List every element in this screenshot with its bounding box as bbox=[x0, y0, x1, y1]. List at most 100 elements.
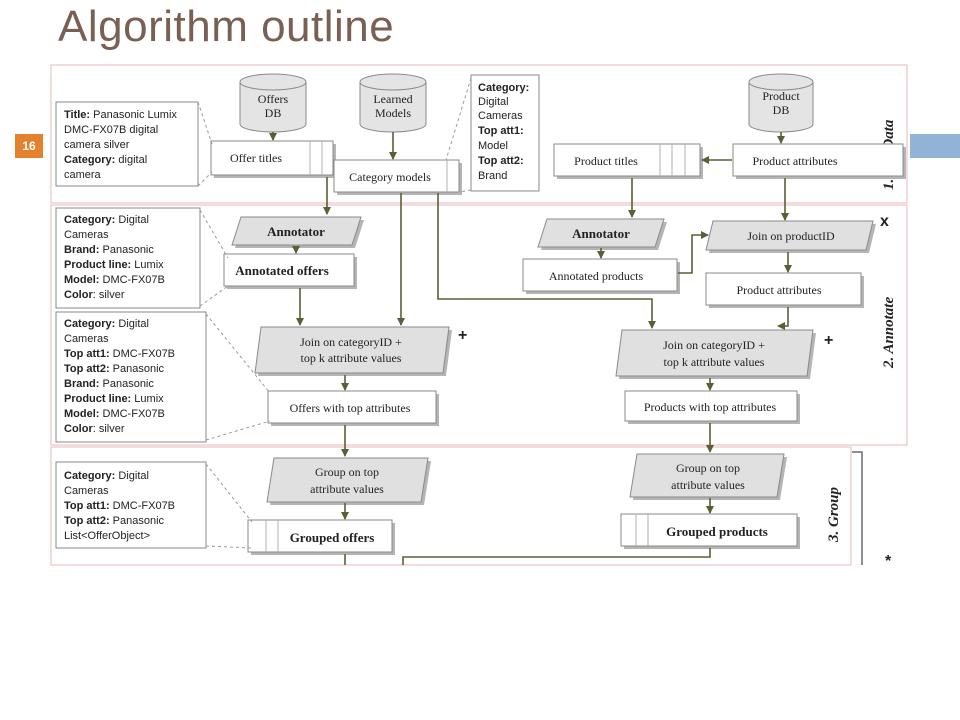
annotator-left-box: Annotator bbox=[231, 216, 364, 248]
stage2-label: 2. Annotate bbox=[881, 297, 897, 369]
svg-text:Brand: Panasonic: Brand: Panasonic bbox=[64, 378, 154, 390]
svg-text:Category models: Category models bbox=[349, 170, 431, 184]
svg-text:Model: DMC-FX07B: Model: DMC-FX07B bbox=[64, 408, 165, 420]
stage3-label: 3. Group bbox=[826, 486, 842, 543]
slide-number: 16 bbox=[15, 134, 43, 158]
grouped-products-box: Grouped products bbox=[620, 513, 800, 549]
svg-text:Brand: Panasonic: Brand: Panasonic bbox=[64, 244, 154, 256]
svg-text:Model: Model bbox=[478, 140, 508, 152]
svg-text:Offer titles: Offer titles bbox=[230, 151, 282, 165]
model-note-connector bbox=[445, 77, 472, 193]
join-category-left-box: Join on categoryID + top k attribute val… bbox=[254, 326, 452, 376]
svg-text:Title: Panasonic Lumix: Title: Panasonic Lumix bbox=[64, 109, 177, 121]
top-attributes-example-note: Category: Digital Cameras Top att1: DMC-… bbox=[55, 311, 207, 443]
svg-text:List<OfferObject>: List<OfferObject> bbox=[64, 530, 150, 542]
svg-text:top k attribute values: top k attribute values bbox=[664, 355, 765, 369]
svg-text:Join on categoryID +: Join on categoryID + bbox=[300, 335, 402, 349]
svg-text:attribute values: attribute values bbox=[310, 482, 384, 496]
stage2-panel bbox=[50, 204, 908, 446]
svg-text:top k attribute values: top k attribute values bbox=[301, 351, 402, 365]
svg-text:DB: DB bbox=[773, 103, 790, 117]
svg-text:Category: Digital: Category: Digital bbox=[64, 318, 149, 330]
mark-plus-left: + bbox=[458, 327, 467, 344]
svg-text:Category: digital: Category: digital bbox=[64, 154, 147, 166]
svg-text:Cameras: Cameras bbox=[64, 333, 109, 345]
svg-text:Join on productID: Join on productID bbox=[747, 229, 835, 243]
annotated-products-box: Annotated products bbox=[522, 258, 680, 294]
grouped-note-connector bbox=[205, 463, 253, 549]
svg-text:Color: silver: Color: silver bbox=[64, 423, 125, 435]
svg-text:Offers: Offers bbox=[258, 92, 289, 106]
grouped-offers-box: Grouped offers bbox=[247, 519, 395, 555]
product-titles-box: Product titles bbox=[553, 143, 703, 179]
join-product-id-box: Join on productID bbox=[705, 220, 876, 253]
svg-text:Top att1: DMC-FX07B: Top att1: DMC-FX07B bbox=[64, 348, 175, 360]
offers-db-icon: Offers DB bbox=[239, 73, 307, 133]
cutoff-area bbox=[0, 566, 960, 720]
mark-plus-right: + bbox=[824, 332, 833, 349]
products-top-attributes-box: Products with top attributes bbox=[624, 390, 800, 424]
svg-text:Grouped products: Grouped products bbox=[666, 524, 768, 539]
svg-text:Color: silver: Color: silver bbox=[64, 289, 125, 301]
stage3-bracket bbox=[852, 451, 863, 565]
grouped-example-note: Category: Digital Cameras Top att1: DMC-… bbox=[55, 461, 207, 549]
offer-note-connector bbox=[197, 101, 213, 187]
svg-text:camera silver: camera silver bbox=[64, 139, 130, 151]
svg-text:Learned: Learned bbox=[373, 92, 412, 106]
flow-arrows bbox=[269, 132, 792, 565]
product-db-icon: Product DB bbox=[748, 73, 814, 133]
svg-text:Products with top attributes: Products with top attributes bbox=[644, 400, 777, 414]
top-note-connector bbox=[205, 313, 271, 441]
svg-text:Category: Digital: Category: Digital bbox=[64, 214, 149, 226]
svg-text:Top att2: Panasonic: Top att2: Panasonic bbox=[64, 363, 165, 375]
annotated-offers-box: Annotated offers bbox=[223, 253, 357, 289]
svg-text:Brand: Brand bbox=[478, 170, 507, 182]
svg-text:camera: camera bbox=[64, 169, 102, 181]
svg-text:Category: Digital: Category: Digital bbox=[64, 470, 149, 482]
mark-star: * bbox=[885, 553, 892, 570]
svg-text:Join on categoryID +: Join on categoryID + bbox=[663, 338, 765, 352]
svg-text:Top att1: DMC-FX07B: Top att1: DMC-FX07B bbox=[64, 500, 175, 512]
stage1-panel bbox=[50, 64, 908, 204]
svg-text:Digital: Digital bbox=[478, 96, 509, 108]
svg-text:Product line: Lumix: Product line: Lumix bbox=[64, 259, 164, 271]
svg-text:Category:: Category: bbox=[478, 82, 529, 94]
svg-text:Top att2:: Top att2: bbox=[478, 155, 524, 167]
svg-text:attribute values: attribute values bbox=[671, 478, 745, 492]
learned-models-db-icon: Learned Models bbox=[359, 73, 427, 133]
svg-text:Product attributes: Product attributes bbox=[753, 154, 838, 168]
annotated-example-note: Category: Digital Cameras Brand: Panason… bbox=[55, 207, 201, 309]
annotator-right-box: Annotator bbox=[537, 218, 667, 250]
model-example-note: Category: Digital Cameras Top att1: Mode… bbox=[470, 74, 540, 192]
svg-text:Cameras: Cameras bbox=[64, 485, 109, 497]
slide-title: Algorithm outline bbox=[58, 2, 395, 51]
mark-x: x bbox=[880, 213, 889, 230]
svg-text:Product: Product bbox=[762, 89, 800, 103]
svg-text:Group on top: Group on top bbox=[676, 461, 740, 475]
svg-text:Cameras: Cameras bbox=[64, 229, 109, 241]
svg-text:Top att1:: Top att1: bbox=[478, 125, 524, 137]
stage3-panel bbox=[50, 446, 852, 566]
category-models-box: Category models bbox=[333, 159, 462, 195]
group-right-box: Group on top attribute values bbox=[629, 453, 787, 500]
svg-text:Top att2: Panasonic: Top att2: Panasonic bbox=[64, 515, 165, 527]
svg-text:Cameras: Cameras bbox=[478, 110, 523, 122]
accent-bar bbox=[910, 134, 960, 158]
svg-text:Product titles: Product titles bbox=[574, 154, 638, 168]
svg-text:Model: DMC-FX07B: Model: DMC-FX07B bbox=[64, 274, 165, 286]
svg-text:Models: Models bbox=[375, 106, 411, 120]
svg-text:Offers with top attributes: Offers with top attributes bbox=[290, 401, 411, 415]
svg-text:DMC-FX07B digital: DMC-FX07B digital bbox=[64, 124, 158, 136]
join-category-right-box: Join on categoryID + top k attribute val… bbox=[615, 329, 816, 379]
product-attributes-box-2: Product attributes bbox=[705, 272, 864, 308]
group-left-box: Group on top attribute values bbox=[266, 457, 431, 505]
svg-text:DB: DB bbox=[265, 106, 282, 120]
svg-text:Grouped offers: Grouped offers bbox=[290, 530, 375, 545]
product-attributes-box: Product attributes bbox=[732, 143, 906, 179]
svg-text:Annotator: Annotator bbox=[572, 226, 630, 241]
offer-example-note: Title: Panasonic Lumix DMC-FX07B digital… bbox=[55, 101, 199, 187]
offers-top-attributes-box: Offers with top attributes bbox=[267, 390, 439, 426]
offer-titles-box: Offer titles bbox=[210, 140, 336, 178]
svg-text:Annotator: Annotator bbox=[267, 224, 325, 239]
